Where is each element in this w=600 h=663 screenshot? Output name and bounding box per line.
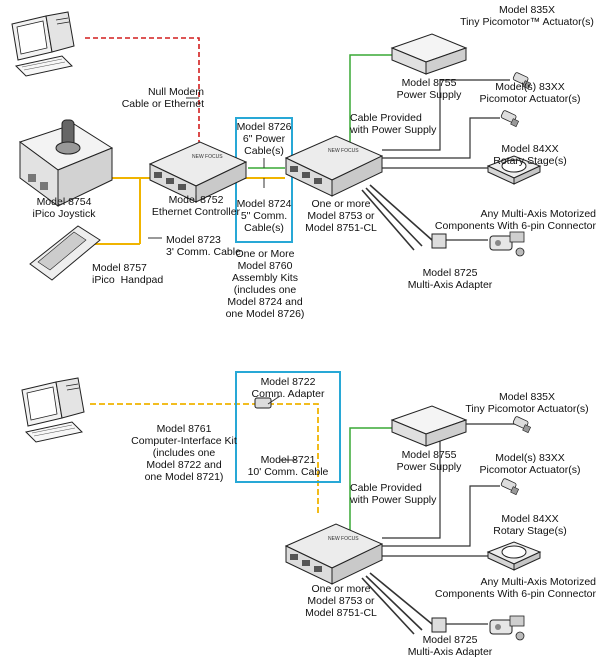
joystick-label: Model 8754 iPico Joystick: [32, 196, 96, 220]
driver-label: One or more Model 8753 or Model 8751-CL: [305, 198, 377, 234]
driver-icon: [285, 135, 383, 197]
picomotor-wire-2: [382, 485, 500, 547]
comm-cable-5-label: Model 8724 5" Comm. Cable(s): [236, 198, 292, 234]
comm-cable-10-label: Model 8721 10' Comm. Cable: [247, 454, 329, 478]
power-supply-cable-2: [349, 427, 392, 540]
comm-cable-10: [268, 403, 319, 514]
adapter-label: Model 8725 Multi-Axis Adapter: [407, 267, 493, 291]
picomotor-label: Model(s) 83XX Picomotor Actuator(s): [479, 81, 581, 105]
multi-axis-label-2: Any Multi-Axis Motorized Components With…: [434, 576, 596, 600]
interface-kit-box: [235, 371, 341, 483]
multi-axis-wire-1: [369, 184, 433, 241]
null-modem-label: Null Modem Cable or Ethernet: [121, 86, 204, 110]
tiny-picomotor-wire: [382, 79, 510, 151]
multi-axis-wire-2: [365, 187, 423, 247]
comm-cable-label: Model 8723 3' Comm. Cable: [166, 234, 241, 258]
computer-icon-2: [21, 377, 85, 443]
rotary-label-2: Model 84XX Rotary Stage(s): [493, 513, 567, 537]
rotary-label: Model 84XX Rotary Stage(s): [493, 143, 567, 167]
multi-axis-label: Any Multi-Axis Motorized Components With…: [434, 208, 596, 232]
computer-icon: [11, 11, 75, 77]
tiny-picomotor-label-2: Model 835X Tiny Picomotor Actuator(s): [465, 391, 589, 415]
power-supply-label-2: Model 8755 Power Supply: [396, 449, 462, 473]
picomotor-icon-2: [500, 477, 520, 496]
multi-axis-wire-2-1: [369, 572, 433, 625]
tiny-picomotor-label: Model 835X Tiny Picomotor™ Actuator(s): [460, 4, 594, 28]
driver-icon-2: [285, 523, 383, 585]
adapter-icon-2: [431, 617, 447, 633]
comm-adapter-icon: [254, 397, 272, 409]
arrow-comm-adapter: [267, 395, 281, 405]
handpad-icon: [29, 225, 101, 281]
controller-label: Model 8752 Ethernet Controller: [151, 194, 241, 218]
handpad-label: Model 8757 iPico Handpad: [92, 262, 164, 286]
rotary-stage-icon-2: [487, 541, 541, 571]
tiny-picomotor-wire-2: [382, 423, 518, 539]
setup-1: [11, 11, 541, 281]
null-modem-cable: [85, 37, 200, 142]
setup-2: [21, 371, 541, 641]
picomotor-label-2: Model(s) 83XX Picomotor Actuator(s): [479, 452, 581, 476]
multi-axis-wire-2-3: [361, 577, 415, 635]
assembly-kits-label: One or More Model 8760 Assembly Kits (in…: [225, 248, 305, 320]
driver-label-2: One or more Model 8753 or Model 8751-CL: [305, 583, 377, 619]
adapter-label-2: Model 8725 Multi-Axis Adapter: [407, 634, 493, 658]
tiny-actuator-icon-2: [512, 415, 532, 434]
power-supply-cable: [349, 54, 392, 148]
interface-kit-label: Model 8761 Computer-Interface Kit (inclu…: [131, 423, 237, 483]
multi-axis-wire-3: [361, 189, 415, 251]
controller-icon: [149, 141, 247, 203]
joystick-icon: [18, 119, 114, 207]
cable-provided-label-2: Cable Provided with Power Supply: [350, 482, 437, 506]
multi-axis-wire-2-2: [365, 575, 423, 631]
picomotor-icon: [500, 109, 520, 128]
comm-adapter-label: Model 8722 Comm. Adapter: [251, 376, 325, 400]
power-supply-label: Model 8755 Power Supply: [396, 77, 462, 101]
motorized-component-icon: [489, 231, 525, 257]
adapter-icon: [431, 233, 447, 249]
power-supply-icon: [391, 33, 467, 75]
picomotor-wire: [382, 117, 500, 159]
power-cable-label: Model 8726 6" Power Cable(s): [236, 121, 292, 157]
cable-provided-label: Cable Provided with Power Supply: [350, 112, 437, 136]
